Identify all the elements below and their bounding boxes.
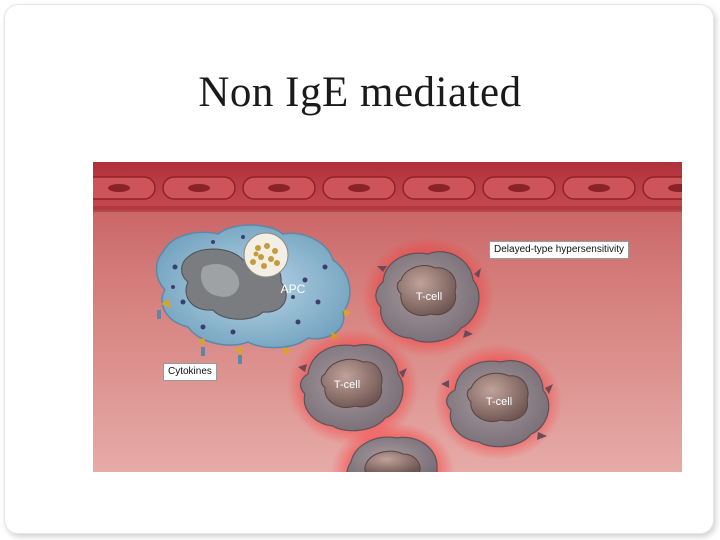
apc-cell: APC: [155, 224, 351, 364]
t-cell-label: T-cell: [334, 379, 360, 391]
endothelial-cells: [93, 176, 682, 200]
t-cell: T-cell: [287, 329, 419, 445]
delayed-hypersensitivity-label: Delayed-type hypersensitivity: [489, 241, 630, 259]
t-cell: [331, 422, 455, 472]
cytokines-label: Cytokines: [163, 363, 217, 381]
t-cell-label: T-cell: [416, 291, 442, 303]
t-cell: T-cell: [434, 344, 562, 460]
hypersensitivity-figure: APC T-cell T-cell T-cell: [93, 162, 682, 472]
apc-label: APC: [281, 282, 306, 296]
t-cell: T-cell: [362, 237, 494, 357]
slide-title: Non IgE mediated: [198, 69, 522, 116]
t-cell-label: T-cell: [486, 396, 512, 408]
